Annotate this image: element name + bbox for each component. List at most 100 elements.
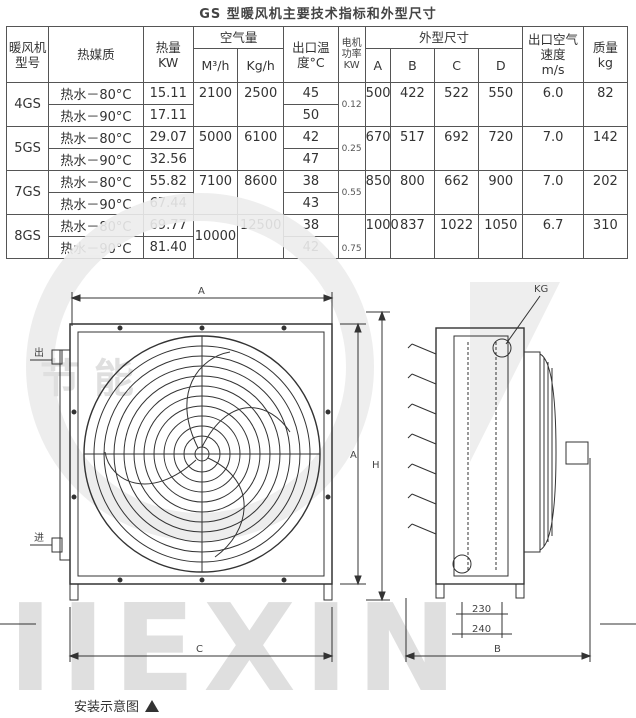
watermark-ring bbox=[26, 193, 374, 541]
cell-model: 5GS bbox=[5, 126, 50, 171]
bolt bbox=[117, 577, 123, 583]
cell-power: 0.25 bbox=[337, 126, 366, 171]
cell-mass: 82 bbox=[582, 82, 629, 127]
fan-blade bbox=[201, 407, 291, 448]
header-medium: 热媒质 bbox=[48, 26, 144, 83]
cell-dim-d: 900 bbox=[478, 170, 524, 215]
triangle-icon bbox=[145, 700, 160, 712]
fan-ring-side bbox=[523, 351, 541, 553]
header-model: 暖风机型号 bbox=[5, 26, 50, 83]
cell-mass: 142 bbox=[582, 126, 629, 171]
cell-air-kg: 6100 bbox=[237, 126, 285, 171]
junction-box bbox=[565, 441, 589, 465]
table-row: 8GS 热水－80°C 69.77 10000 12500 38 0.75 10… bbox=[5, 214, 629, 259]
side-foot-right bbox=[515, 583, 525, 599]
cell-air-kg: 2500 bbox=[237, 82, 285, 127]
cell-speed: 7.0 bbox=[522, 126, 584, 171]
bolt bbox=[325, 494, 331, 500]
cell-medium: 热水－80°C bbox=[48, 82, 144, 105]
bolt bbox=[199, 325, 205, 331]
cell-dim-a: 850 bbox=[364, 170, 391, 215]
arrowheads bbox=[70, 294, 334, 302]
bracket bbox=[407, 403, 437, 415]
cell-temp: 47 bbox=[283, 148, 339, 171]
cell-medium: 热水－90°C bbox=[48, 104, 144, 127]
arrowheads bbox=[68, 652, 334, 660]
header-outlet-temp: 出口温度°C bbox=[283, 26, 339, 83]
cell-temp: 43 bbox=[283, 192, 339, 215]
side-foot-left bbox=[435, 583, 445, 599]
fan-blade bbox=[207, 457, 245, 558]
table-row: 5GS 热水－80°C 29.07 5000 6100 42 0.25 670 … bbox=[5, 126, 629, 171]
installation-drawing: 节 能 IIEXIN bbox=[0, 193, 636, 718]
cell-dim-a: 500 bbox=[364, 82, 391, 127]
side-header bbox=[59, 349, 71, 561]
header-air: 空气量 bbox=[192, 26, 285, 49]
label-240: 240 bbox=[472, 624, 491, 635]
bracket bbox=[407, 493, 437, 505]
cell-temp: 45 bbox=[283, 82, 339, 105]
pipe-outlet-circle bbox=[492, 338, 512, 358]
bracket bbox=[407, 433, 437, 445]
cell-power: 0.12 bbox=[337, 82, 366, 127]
header-dim-c: C bbox=[433, 48, 480, 83]
cell-heat: 32.56 bbox=[142, 148, 194, 171]
cell-dim-b: 517 bbox=[389, 126, 435, 171]
label-inlet: 进 bbox=[34, 532, 44, 544]
bolt bbox=[71, 409, 77, 415]
watermark-cn: 节 能 bbox=[40, 356, 134, 402]
cell-medium: 热水－80°C bbox=[48, 170, 144, 193]
cell-heat: 81.40 bbox=[142, 236, 194, 259]
cell-dim-d: 720 bbox=[478, 126, 524, 171]
cell-dim-c: 662 bbox=[433, 170, 480, 215]
label-b: B bbox=[494, 644, 501, 655]
kg-leader bbox=[505, 295, 541, 345]
cell-dim-a: 1000 bbox=[364, 214, 399, 259]
cell-speed: 6.7 bbox=[522, 214, 584, 259]
cell-heat: 17.11 bbox=[142, 104, 194, 127]
cell-dim-c: 522 bbox=[433, 82, 480, 127]
front-view-labels: A A H C 出 进 bbox=[34, 286, 380, 655]
outlet-pipe bbox=[51, 349, 63, 365]
pipe-inlet-circle bbox=[452, 554, 472, 574]
table-row: 热水－90°C 32.56 47 bbox=[7, 148, 628, 171]
side-view bbox=[404, 295, 592, 662]
foot-right bbox=[323, 583, 333, 601]
header-air-kg: Kg/h bbox=[237, 48, 285, 83]
cell-temp: 50 bbox=[283, 104, 339, 127]
bolt bbox=[281, 577, 287, 583]
bracket bbox=[407, 373, 437, 385]
fan-blade bbox=[104, 451, 197, 485]
label-outlet: 出 bbox=[34, 346, 44, 359]
watermark-text: IIEXIN bbox=[8, 580, 465, 718]
side-view-labels: KG 230 240 B bbox=[472, 284, 548, 655]
bolt bbox=[117, 325, 123, 331]
fan-blade bbox=[186, 351, 231, 449]
header-dim-d: D bbox=[478, 48, 524, 83]
label-a-side: A bbox=[350, 450, 357, 461]
cell-heat: 55.82 bbox=[142, 170, 194, 193]
label-kg: KG bbox=[534, 284, 548, 295]
cell-model: 4GS bbox=[5, 82, 50, 127]
cell-power: 0.55 bbox=[337, 170, 366, 215]
foot-left bbox=[69, 583, 79, 601]
bolt bbox=[199, 577, 205, 583]
cell-mass: 310 bbox=[582, 214, 629, 259]
cell-dim-b: 837 bbox=[389, 214, 435, 259]
table-row: 7GS 热水－80°C 55.82 7100 8600 38 0.55 850 … bbox=[5, 170, 629, 215]
cell-temp: 42 bbox=[283, 126, 339, 149]
bracket bbox=[407, 463, 437, 475]
cell-power: 0.75 bbox=[337, 214, 366, 259]
cell-dim-d: 1050 bbox=[478, 214, 524, 259]
cell-speed: 7.0 bbox=[522, 170, 584, 215]
label-h: H bbox=[372, 460, 380, 471]
cell-dim-b: 422 bbox=[389, 82, 435, 127]
coil-frame bbox=[453, 335, 509, 577]
cell-temp: 38 bbox=[283, 170, 339, 193]
label-a-top: A bbox=[198, 286, 205, 297]
cell-dim-a: 670 bbox=[364, 126, 391, 171]
cell-model: 8GS bbox=[5, 214, 50, 259]
